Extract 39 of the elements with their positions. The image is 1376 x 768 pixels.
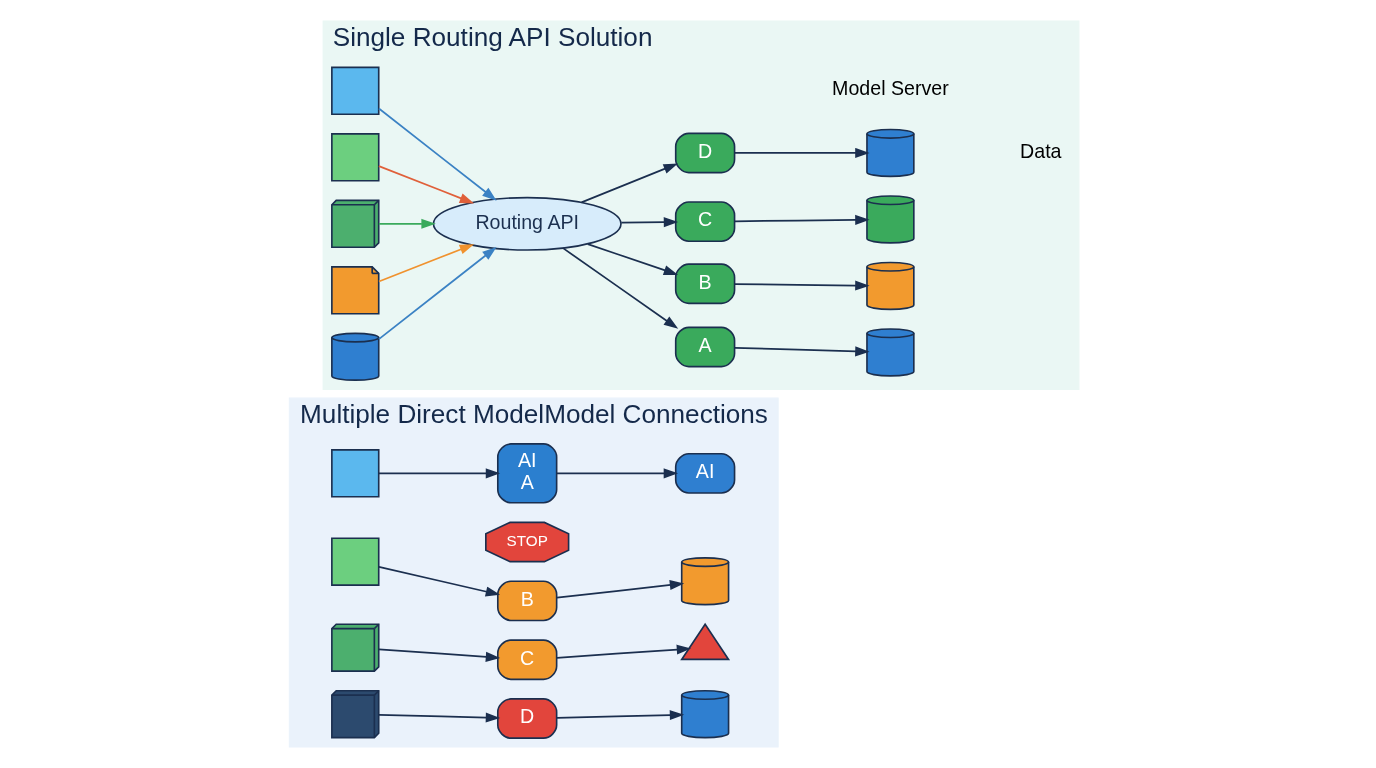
arrow [377,165,474,204]
arrow [377,218,436,229]
arrow [555,710,684,721]
node-phone [330,537,380,586]
node-ellipse: Routing API [432,196,622,251]
arrow [377,648,500,662]
arrow [377,107,497,201]
node-box: AI [674,452,735,494]
label: STOP [506,532,548,550]
label: Model Server [831,76,949,99]
node-box: B [674,263,735,305]
arrow [555,580,684,599]
arrow [619,217,678,228]
node-box: B [496,580,557,622]
arrow [377,244,474,283]
arrow [377,246,497,340]
node-box: C [496,639,557,681]
arrow [733,214,870,225]
node-box: A [674,326,735,368]
arrow [733,147,870,158]
node-box: D [674,132,735,174]
node-box: C [674,201,735,243]
label: Data [1019,139,1061,162]
node-phone [330,133,380,182]
arrow [555,644,691,659]
node-box: AI A [496,443,557,504]
node-triangle [679,622,730,661]
arrow [377,468,500,479]
node-laptop [330,449,380,498]
node-laptop [330,66,380,116]
arrow [377,565,500,597]
arrow [561,247,678,329]
arrow [733,346,870,357]
arrow [733,280,870,291]
arrow [580,163,678,204]
arrow [377,712,500,723]
arrow [555,468,678,479]
node-box: D [496,698,557,739]
arrow [586,243,678,276]
